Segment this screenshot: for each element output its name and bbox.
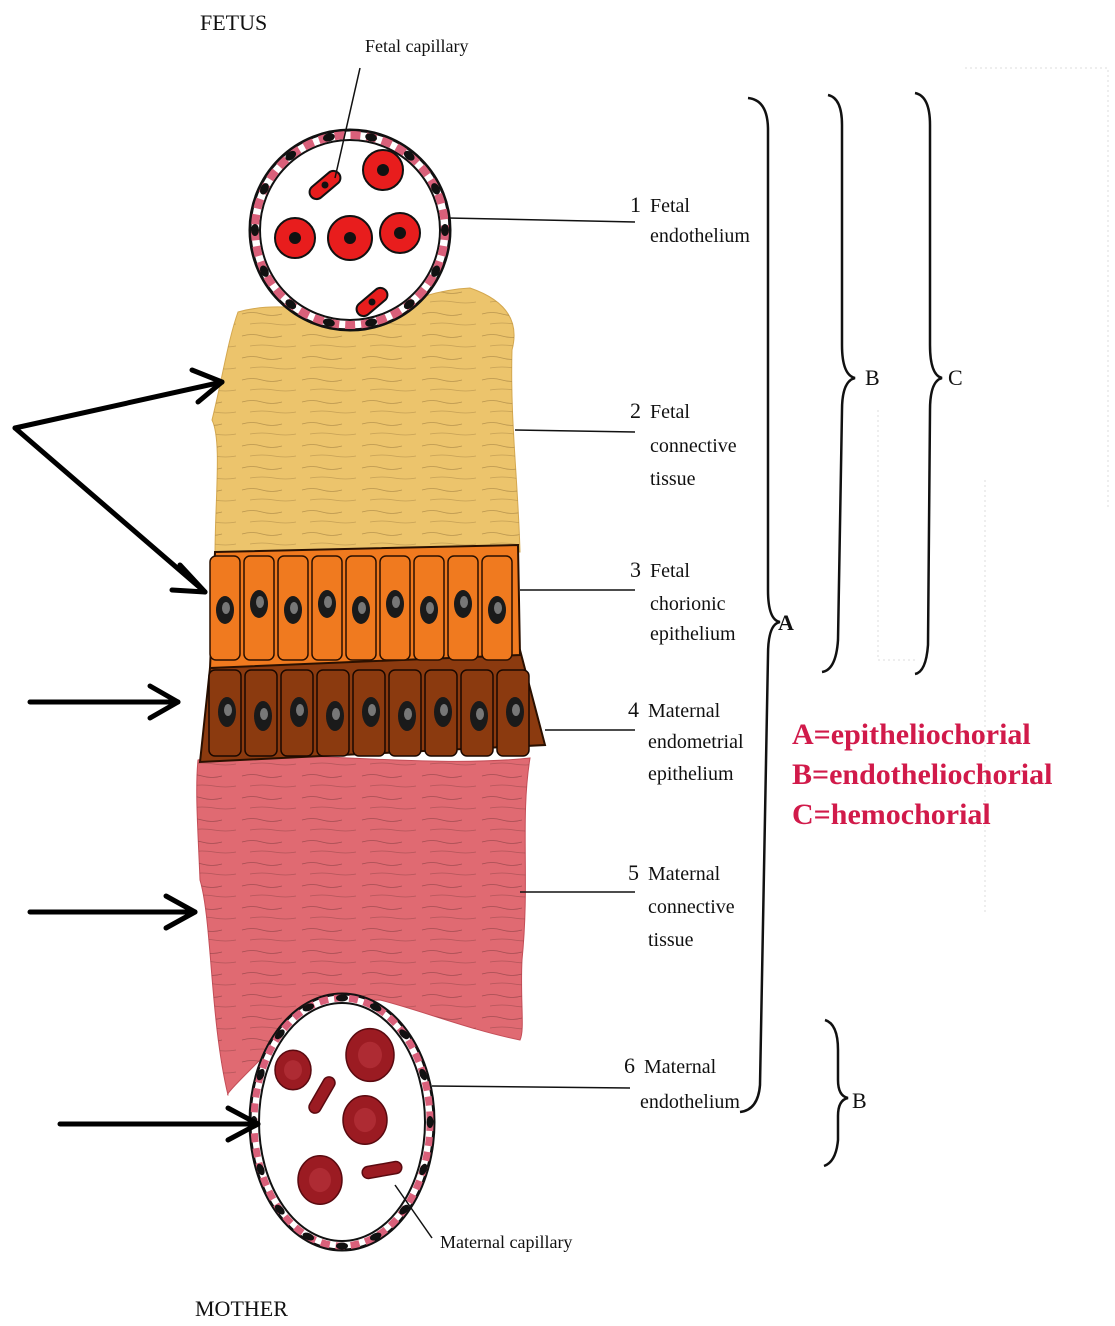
endothelial-nucleus (427, 1116, 434, 1128)
rbc-nucleus (394, 227, 406, 239)
rbc-nucleus (377, 164, 389, 176)
nucleolus (392, 596, 400, 608)
arrow-to-maternal-connective (30, 896, 195, 928)
layer-2-line-2: connective (650, 435, 737, 457)
legend-item-c: C=hemochorial (792, 798, 991, 831)
bracket-b-lower (824, 1020, 848, 1166)
rbc-center (358, 1042, 382, 1068)
nucleolus (404, 708, 412, 720)
nucleolus (494, 602, 502, 614)
layer-3-line-3: epithelium (650, 623, 736, 645)
layer-1-line-2: endothelium (650, 225, 750, 247)
fetus-label: FETUS (200, 10, 267, 35)
layer-3-line-1: Fetal (650, 560, 690, 582)
layer-3-line-2: chorionic (650, 593, 726, 615)
layer-labels: 1 Fetal endothelium 2 Fetal connective t… (624, 192, 750, 1113)
legend-item-a: A=epitheliochorial (792, 718, 1031, 751)
nucleolus (260, 708, 268, 720)
endothelial-nucleus (251, 224, 259, 236)
layer-2-line-3: tissue (650, 468, 696, 490)
bracket-c (915, 93, 942, 674)
maternal-capillary (250, 994, 434, 1250)
endothelial-nucleus (441, 224, 449, 236)
nucleolus (222, 602, 230, 614)
fetal-capillary (250, 130, 450, 330)
nucleolus (440, 704, 448, 716)
bracket-b-upper-label: B (865, 365, 880, 390)
layer-5-line-3: tissue (648, 929, 694, 951)
layer-6-line-1: Maternal (644, 1056, 717, 1078)
nucleolus (224, 704, 232, 716)
mother-label: MOTHER (195, 1296, 288, 1321)
rbc-nucleus (344, 232, 356, 244)
bracket-a-label: A (778, 610, 794, 635)
layer-4-line-3: epithelium (648, 763, 734, 785)
layer-4-line-1: Maternal (648, 700, 721, 722)
fetal-capillary-callout: Fetal capillary (365, 36, 468, 56)
layer-4-line-2: endometrial (648, 731, 744, 753)
nucleolus (358, 602, 366, 614)
layer-4-number: 4 (628, 697, 639, 722)
arrow-to-fetal-epithelium (15, 428, 205, 592)
layer-2-line-1: Fetal (650, 401, 690, 423)
nucleolus (476, 708, 484, 720)
layer-5-number: 5 (628, 860, 639, 885)
layer-3-number: 3 (630, 557, 641, 582)
endothelial-nucleus (336, 1243, 348, 1250)
endothelial-nucleus (336, 995, 348, 1002)
layer-1-number: 1 (630, 192, 641, 217)
arrow-to-maternal-endothelium (60, 1108, 258, 1140)
rbc-center (309, 1168, 331, 1192)
rbc-nucleus (369, 299, 376, 306)
layer-6-line-2: endothelium (640, 1091, 740, 1113)
nucleolus (290, 602, 298, 614)
nucleolus (460, 596, 468, 608)
layer-5-line-2: connective (648, 896, 735, 918)
rbc-nucleus (289, 232, 301, 244)
bracket-b-lower-label: B (852, 1088, 867, 1113)
legend: A=epitheliochorial B=endotheliochorial C… (792, 718, 1052, 831)
layer-1-line-1: Fetal (650, 195, 690, 217)
layer-6-number: 6 (624, 1053, 635, 1078)
bracket-c-label: C (948, 365, 963, 390)
nucleolus (324, 596, 332, 608)
nucleolus (296, 704, 304, 716)
arrow-to-fetal-connective (15, 370, 222, 428)
nucleolus (426, 602, 434, 614)
nucleolus (368, 704, 376, 716)
rbc-nucleus (322, 182, 329, 189)
legend-item-b: B=endotheliochorial (792, 758, 1052, 791)
bracket-a (740, 98, 780, 1112)
nucleolus (512, 704, 520, 716)
layer-2-number: 2 (630, 398, 641, 423)
rbc-center (284, 1060, 302, 1080)
nucleolus (332, 708, 340, 720)
layer-5-line-1: Maternal (648, 863, 721, 885)
maternal-capillary-callout: Maternal capillary (440, 1232, 572, 1252)
bracket-b-upper (822, 95, 855, 672)
rbc-center (354, 1108, 376, 1132)
nucleolus (256, 596, 264, 608)
fetal-chorionic-epithelium (210, 545, 520, 668)
arrow-to-maternal-epithelium (30, 686, 178, 718)
